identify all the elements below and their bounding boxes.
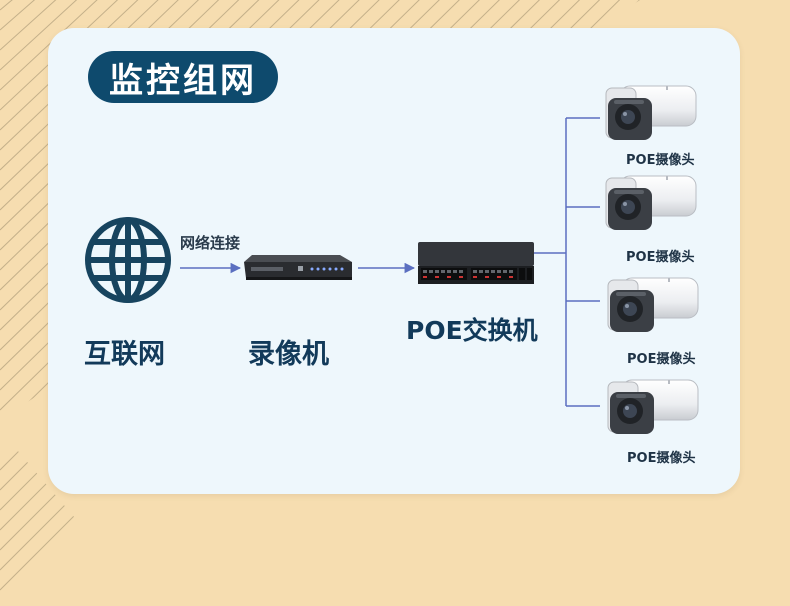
camera-icon	[605, 85, 697, 141]
node-switch-label: POE交换机	[406, 316, 538, 345]
camera-icon	[605, 175, 697, 231]
camera-label: POE摄像头	[626, 250, 695, 265]
page-title: 监控组网	[88, 51, 278, 103]
bus-lines	[534, 117, 600, 407]
link-label: 网络连接	[180, 234, 241, 252]
camera-label: POE摄像头	[626, 153, 695, 168]
camera-label: POE摄像头	[627, 451, 696, 466]
camera-icon	[607, 379, 699, 435]
nvr-icon	[244, 255, 352, 280]
node-internet-label: 互联网	[84, 339, 165, 370]
camera-label: POE摄像头	[627, 352, 696, 367]
node-recorder-label: 录像机	[248, 339, 329, 370]
globe-icon	[85, 217, 171, 303]
switch-icon	[418, 242, 534, 284]
camera-icon	[607, 277, 699, 333]
